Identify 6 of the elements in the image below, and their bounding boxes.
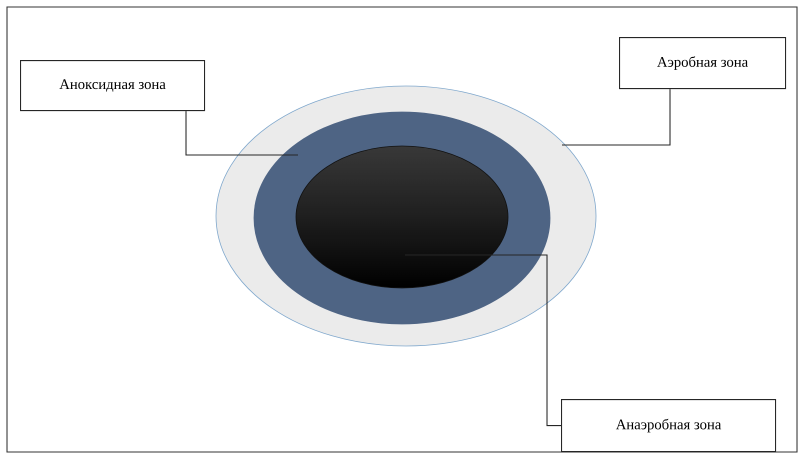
label-box: Аноксидная зона (20, 60, 206, 112)
leader-line (405, 254, 561, 426)
label-box: Аэробная зона (619, 37, 786, 90)
label-box: Анаэробная зона (561, 399, 776, 452)
leader-line (562, 89, 671, 146)
leader-line (185, 111, 298, 156)
